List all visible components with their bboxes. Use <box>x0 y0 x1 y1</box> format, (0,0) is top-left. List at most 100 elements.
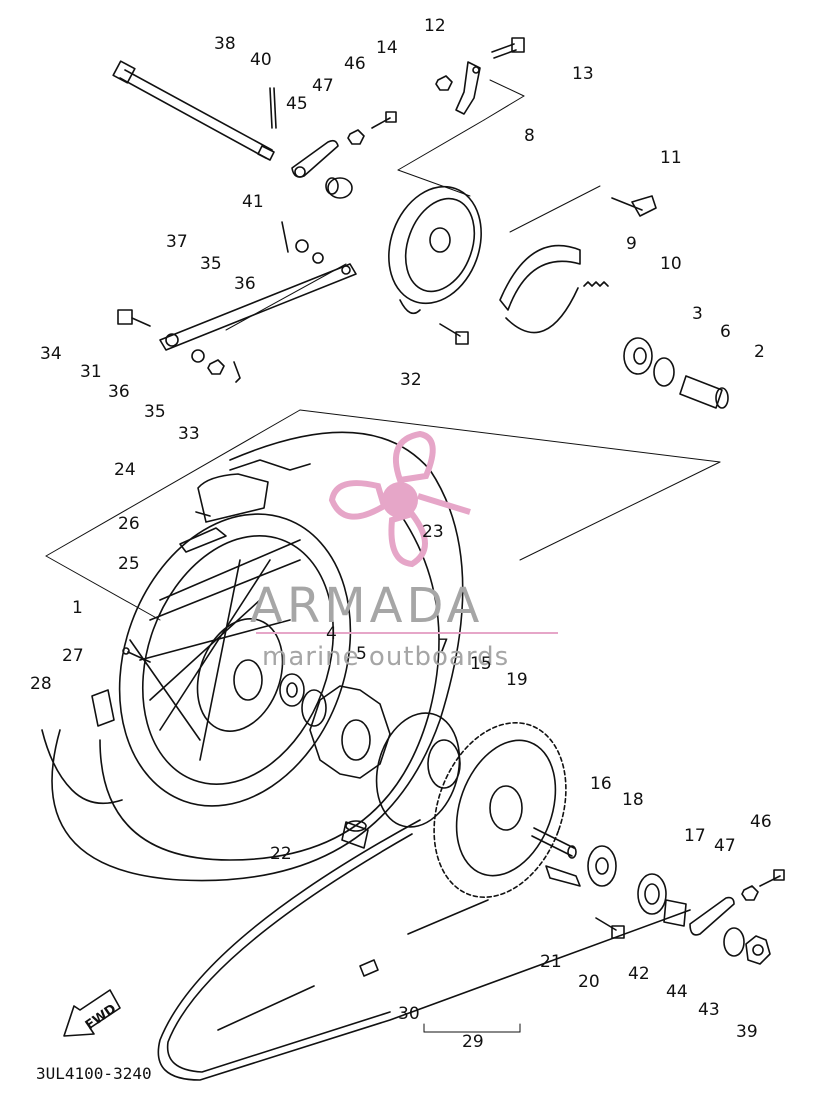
callout-23: 23 <box>422 522 444 542</box>
watermark-rule <box>256 632 558 634</box>
callout-24: 24 <box>114 460 136 480</box>
callout-33: 33 <box>178 424 200 444</box>
part-collar-41 <box>325 177 353 199</box>
callout-43: 43 <box>698 1000 720 1020</box>
callout-36b: 36 <box>108 382 130 402</box>
part-tire <box>41 431 464 882</box>
callout-41: 41 <box>242 192 264 212</box>
part-cotter-37 <box>281 221 289 253</box>
part-cotter-pin-40 <box>269 87 277 129</box>
callout-27: 27 <box>62 646 84 666</box>
callout-10: 10 <box>660 254 682 274</box>
callout-37: 37 <box>166 232 188 252</box>
leader-lines-upper <box>225 79 601 331</box>
part-bolt-46 <box>371 111 397 129</box>
callout-44: 44 <box>666 982 688 1002</box>
callout-32: 32 <box>400 370 422 390</box>
callout-7: 7 <box>438 636 449 656</box>
part-valve-26 <box>195 511 211 517</box>
watermark-tagline: marine outboards <box>262 642 510 672</box>
callout-3: 3 <box>692 304 703 324</box>
part-sprocket-19 <box>433 722 567 898</box>
part-collar-42 <box>663 899 687 927</box>
part-spring-10 <box>583 281 609 287</box>
part-washer-36-upper <box>312 252 324 264</box>
callout-29: 29 <box>462 1032 484 1052</box>
part-o-ring-5 <box>301 689 327 727</box>
part-cotter-33 <box>233 361 241 383</box>
callout-30: 30 <box>398 1004 420 1024</box>
part-nut-39 <box>745 935 771 965</box>
part-bolt-13 <box>491 37 525 59</box>
part-nut-35-lower <box>207 359 225 375</box>
part-drive-chain-29 <box>157 819 691 1081</box>
part-brake-plate-8 <box>388 185 482 315</box>
callout-2: 2 <box>754 342 765 362</box>
callout-18: 18 <box>622 790 644 810</box>
callout-25: 25 <box>118 554 140 574</box>
callout-31: 31 <box>80 362 102 382</box>
part-tension-bar-31 <box>159 263 357 351</box>
part-nut-35-upper <box>295 239 309 253</box>
callout-46: 46 <box>344 54 366 74</box>
callout-13: 13 <box>572 64 594 84</box>
part-bearing-18 <box>587 845 617 887</box>
callout-42: 42 <box>628 964 650 984</box>
callout-21: 21 <box>540 952 562 972</box>
callout-16: 16 <box>590 774 612 794</box>
part-bearing-3 <box>623 337 653 375</box>
part-washer-36-lower <box>191 349 205 363</box>
callout-12: 12 <box>424 16 446 36</box>
assembly-frame <box>45 409 721 621</box>
callout-20: 20 <box>578 972 600 992</box>
callout-1: 1 <box>72 598 83 618</box>
callout-47: 47 <box>312 76 334 96</box>
part-nut-47 <box>347 129 365 145</box>
callout-9: 9 <box>626 234 637 254</box>
callout-38: 38 <box>214 34 236 54</box>
leader-29 <box>423 1023 521 1033</box>
callout-28: 28 <box>30 674 52 694</box>
callout-35: 35 <box>200 254 222 274</box>
part-bearing-4 <box>279 673 305 707</box>
callout-5: 5 <box>356 644 367 664</box>
part-bolt-27 <box>122 647 151 663</box>
part-nut-47-lower <box>741 885 759 901</box>
part-bolt-20 <box>595 917 625 939</box>
part-bolt-34 <box>117 309 151 327</box>
part-damper-7 <box>309 685 391 779</box>
part-camshaft-11 <box>611 195 657 217</box>
callout-4: 4 <box>326 624 337 644</box>
part-hub <box>196 618 284 732</box>
callout-14: 14 <box>376 38 398 58</box>
part-bolt-16 <box>531 827 577 859</box>
callout-22: 22 <box>270 844 292 864</box>
callout-39: 39 <box>736 1022 758 1042</box>
part-bolt-46-lower <box>759 869 785 887</box>
callout-45: 45 <box>286 94 308 114</box>
callout-47b: 47 <box>714 836 736 856</box>
callout-15: 15 <box>470 654 492 674</box>
drawing-code: 3UL4100-3240 <box>36 1064 152 1083</box>
part-axle <box>112 60 275 161</box>
part-bolt-32 <box>439 323 469 345</box>
callout-19: 19 <box>506 670 528 690</box>
callout-46b: 46 <box>750 812 772 832</box>
part-rim-spokes <box>118 513 352 807</box>
part-oil-seal-17 <box>637 873 667 915</box>
part-nut-14 <box>435 75 453 91</box>
callout-34: 34 <box>40 344 62 364</box>
part-spacer-22 <box>341 820 369 849</box>
part-tube-24 <box>197 473 269 523</box>
part-clutch-hub-15 <box>375 712 461 828</box>
part-chain-puller-44 <box>689 896 735 936</box>
part-chain-joint-30 <box>359 959 379 977</box>
fwd-arrow-icon <box>63 989 121 1037</box>
part-chain-puller-45 <box>291 139 339 178</box>
part-lock-washer-21 <box>545 865 581 887</box>
callout-36: 36 <box>234 274 256 294</box>
watermark-brand: ARMADA <box>250 578 484 634</box>
callout-11: 11 <box>660 148 682 168</box>
part-brake-arm-12 <box>455 61 481 115</box>
